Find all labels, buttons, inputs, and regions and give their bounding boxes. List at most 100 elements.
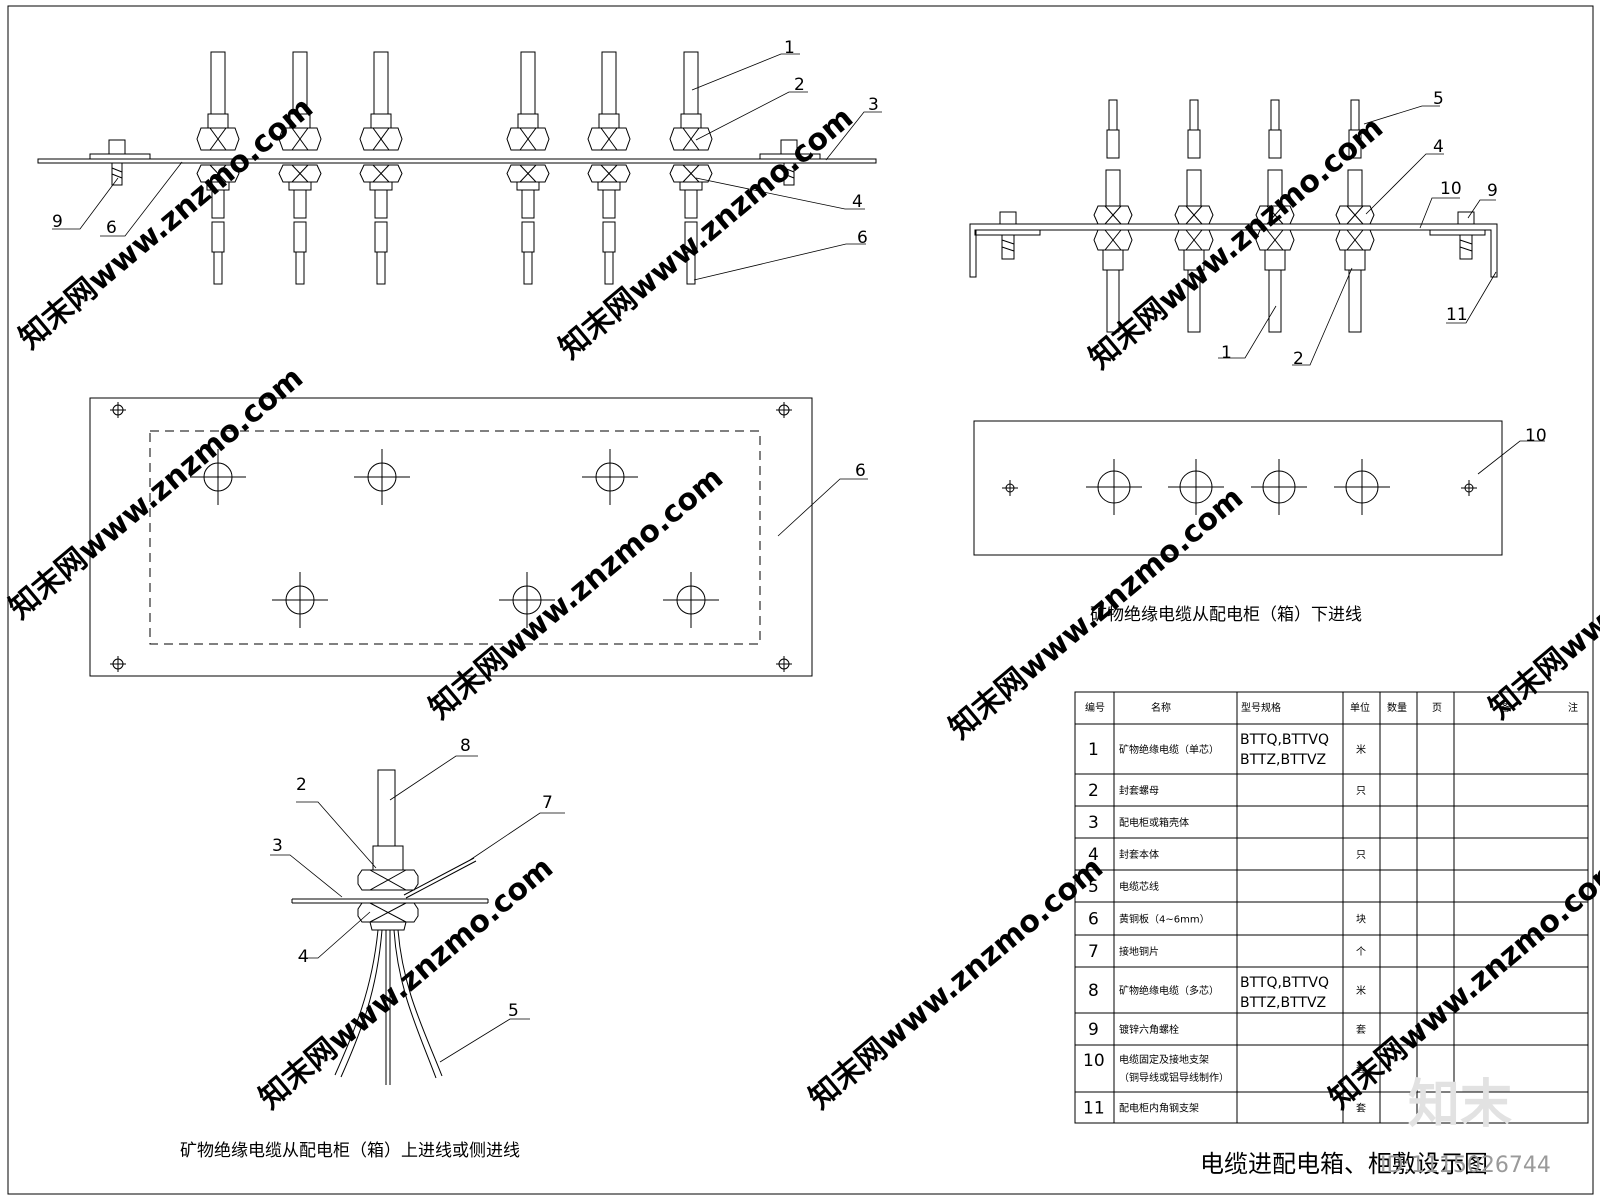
row-number: 6 — [1088, 910, 1099, 930]
cable-gland-assembly — [506, 51, 550, 285]
row-unit: 块 — [1356, 914, 1366, 926]
angle-bracket — [969, 223, 1498, 278]
row-unit: 个 — [1356, 946, 1366, 958]
row-number: 4 — [1088, 845, 1099, 865]
row-number: 8 — [1088, 981, 1099, 1001]
callout-9: 9 — [1487, 181, 1498, 201]
hex-bolt-right — [1457, 211, 1475, 260]
callout-10: 10 — [1440, 179, 1462, 199]
cable-gland-assembly — [359, 51, 403, 285]
table-header: 单位 — [1350, 701, 1370, 714]
fixing-hole — [776, 656, 792, 672]
cable-hole — [663, 572, 719, 628]
cable-hole — [1251, 459, 1307, 515]
callout-10: 10 — [1525, 426, 1547, 446]
cable-hole — [272, 572, 328, 628]
gland-nut — [372, 845, 404, 871]
table-header: 型号规格 — [1241, 701, 1281, 714]
figure-multicore-entry: 8 2 7 3 4 5 — [270, 736, 565, 1085]
drawing-title: 电缆进配电箱、柜敷设示图 — [1200, 1150, 1488, 1178]
fixing-hole — [1461, 480, 1477, 496]
row-number: 9 — [1088, 1020, 1099, 1040]
table-header: 页 — [1432, 702, 1442, 714]
callout-3: 3 — [868, 95, 879, 115]
support-plate-right — [1429, 229, 1486, 236]
caption-bottom-entry: 矿物绝缘电缆从配电柜（箱）下进线 — [1090, 605, 1362, 625]
svg-text:知末网www.znzmo.com: 知末网www.znzmo.com — [1483, 460, 1600, 726]
figure-side-view-bottom-entry: 5 4 10 9 11 1 2 — [969, 89, 1498, 369]
leaders-fig1 — [52, 53, 882, 281]
id-mark: ID:1115026744 — [1380, 1153, 1551, 1178]
figure-brass-plate-plan: 6 — [89, 397, 868, 677]
cable-hole — [1168, 459, 1224, 515]
svg-text:知末网www.znzmo.com: 知末网www.znzmo.com — [3, 360, 310, 626]
cable-gland-assembly — [1174, 99, 1214, 333]
gland-body — [369, 921, 407, 931]
callout-9: 9 — [52, 212, 63, 232]
row-number: 3 — [1088, 813, 1099, 833]
drawing-border — [7, 5, 1594, 1195]
row-spec: BTTQ,BTTVQ — [1240, 732, 1329, 748]
enclosure-plate — [37, 158, 877, 164]
row-number: 10 — [1083, 1051, 1105, 1071]
row-unit: 套 — [1356, 1102, 1366, 1115]
cable-gland-assembly — [196, 51, 240, 285]
row-unit: 只 — [1356, 850, 1366, 861]
table-header: 数量 — [1387, 701, 1407, 714]
row-unit: 套 — [1356, 1023, 1366, 1036]
svg-text:知末网www.znzmo.com: 知末网www.znzmo.com — [803, 850, 1110, 1116]
cable-gland-assembly — [1335, 99, 1375, 333]
row-name: 矿物绝缘电缆（多芯） — [1119, 984, 1219, 997]
brass-plate-left — [89, 153, 151, 160]
row-name: 电缆固定及接地支架 — [1119, 1053, 1209, 1066]
callout-2: 2 — [1293, 349, 1304, 369]
svg-text:知末网www.znzmo.com: 知末网www.znzmo.com — [1083, 110, 1390, 376]
cable-hole — [499, 572, 555, 628]
cable-hole — [1334, 459, 1390, 515]
row-spec: BTTZ,BTTVZ — [1240, 995, 1326, 1011]
callout-11: 11 — [1446, 305, 1468, 325]
hex-bolt-right — [780, 139, 798, 186]
cable-hole — [354, 449, 410, 505]
cable-gland-assembly — [587, 51, 631, 285]
hex-bolt-left — [108, 139, 126, 186]
earth-strip — [403, 857, 475, 896]
row-unit: 米 — [1356, 984, 1366, 997]
table-header: 备 — [1500, 701, 1510, 714]
callout-2: 2 — [296, 775, 307, 795]
caption-top-entry: 矿物绝缘电缆从配电柜（箱）上进线或侧进线 — [180, 1141, 520, 1161]
callout-3: 3 — [272, 836, 283, 856]
support-plate-left — [974, 229, 1041, 236]
watermarks: 知末网www.znzmo.com 知末网www.znzmo.com 知末网www… — [3, 90, 1600, 1116]
table-header: 注 — [1568, 701, 1578, 714]
row-name: 矿物绝缘电缆（单芯） — [1119, 743, 1219, 756]
logo-mark: 知末 — [1408, 1074, 1512, 1135]
leaders-fig2 — [1218, 105, 1497, 366]
callout-1: 1 — [784, 38, 795, 58]
hex-bolt-left — [999, 211, 1017, 260]
row-name: 接地铜片 — [1119, 945, 1159, 958]
callout-2: 2 — [794, 75, 805, 95]
bracket-outline — [973, 420, 1503, 556]
table-row: 4 封套本体 只 — [1088, 845, 1366, 865]
figure-bracket-plan: 10 — [973, 420, 1547, 556]
figure-side-view-top-entry: 1 2 3 4 6 9 6 — [37, 38, 882, 285]
row-name: 配电柜内角钢支架 — [1119, 1102, 1199, 1115]
row-number: 1 — [1088, 740, 1099, 760]
cable-hole — [1086, 459, 1142, 515]
callout-5: 5 — [1433, 89, 1444, 109]
callout-1: 1 — [1221, 343, 1232, 363]
row-number: 5 — [1088, 877, 1099, 897]
row-name: 封套本体 — [1119, 848, 1159, 861]
row-unit: 套 — [1356, 1063, 1366, 1076]
